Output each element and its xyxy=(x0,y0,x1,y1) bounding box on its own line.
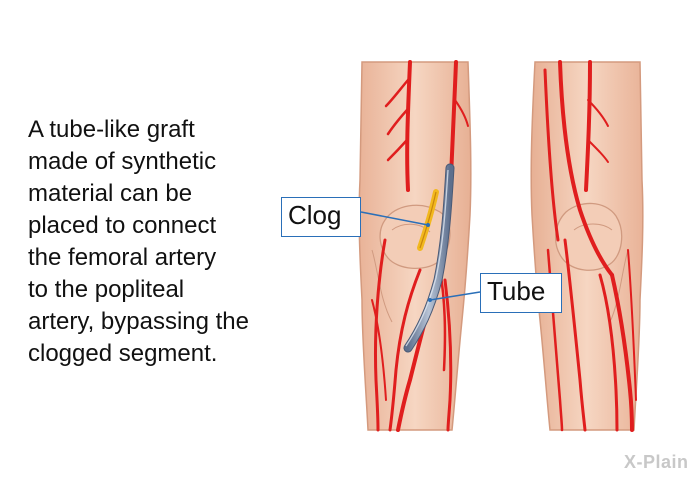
left-leg-arteries xyxy=(371,60,469,432)
description-line: placed to connect xyxy=(28,212,217,239)
description-line: to the popliteal xyxy=(28,276,185,303)
description-text: A tube-like graft made of synthetic mate… xyxy=(28,114,303,370)
tube-leader-line xyxy=(429,291,481,301)
description-line: A tube-like graft xyxy=(28,116,195,143)
tube-leader-dot xyxy=(428,298,432,302)
description-line: the femoral artery xyxy=(28,244,217,271)
tube-label: Tube xyxy=(480,273,562,313)
description-line: material can be xyxy=(28,180,193,207)
clog-label: Clog xyxy=(281,197,361,237)
description-line: made of synthetic xyxy=(28,148,217,175)
description-line: artery, bypassing the xyxy=(28,308,250,335)
right-leg-arteries xyxy=(543,60,637,432)
clog-leader-dot xyxy=(426,223,430,227)
logo-text: X-Plain xyxy=(624,452,689,472)
x-plain-logo: X-Plain xyxy=(624,452,689,473)
graft-tube xyxy=(403,163,455,353)
clog-leader-line xyxy=(360,211,429,226)
description-line: clogged segment. xyxy=(28,340,218,367)
clog-segment xyxy=(417,189,439,251)
